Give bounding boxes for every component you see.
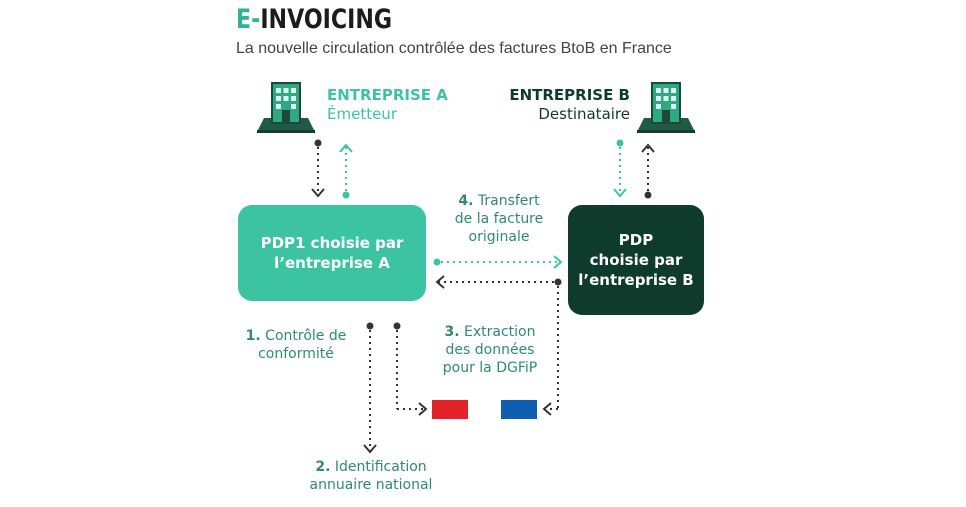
entreprise-a-role: Émetteur: [327, 105, 397, 123]
arrow-pdp1-to-dgfip: [393, 322, 428, 416]
pdp-a-line1: PDP1 choisie par: [260, 234, 404, 252]
flag-red: [432, 400, 468, 419]
step-3-line3: pour la DGFiP: [442, 360, 538, 376]
arrow-b-down-teal: [613, 139, 627, 198]
pdp-b-box: PDP choisie par l’entreprise B: [568, 205, 704, 315]
arrow-transfer-facture: [433, 255, 563, 269]
arrow-retour-statut: [435, 275, 562, 289]
pdp-a-line2: l’entreprise A: [274, 254, 390, 272]
pdp-b-line2: choisie par: [589, 251, 683, 269]
step-3-num: 3.: [444, 324, 460, 340]
entreprise-a-name: ENTREPRISE A: [327, 86, 448, 104]
title-rest: INVOICING: [260, 4, 393, 35]
entreprise-b-role: Destinataire: [538, 105, 630, 123]
step-4-line3: originale: [468, 229, 530, 245]
step-1-line2: conformité: [258, 346, 334, 362]
pdp-b-line1: PDP: [618, 231, 654, 249]
step-2-label: 2. Identification annuaire national: [296, 458, 446, 494]
arrow-b-up-dark: [641, 143, 655, 199]
step-4-label: 4. Transfert de la facture originale: [435, 192, 563, 246]
pdp-b-line3: l’entreprise B: [578, 271, 694, 289]
step-4-line1: Transfert: [477, 193, 540, 209]
arrow-pdp1-to-a: [339, 143, 353, 199]
step-1-label: 1. Contrôle de conformité: [234, 327, 358, 363]
pdp-a-box: PDP1 choisie par l’entreprise A: [238, 205, 426, 301]
building-icon: [257, 82, 315, 133]
page-subtitle: La nouvelle circulation contrôlée des fa…: [236, 40, 672, 57]
step-2-num: 2.: [315, 459, 331, 475]
step-1-line1: Contrôle de: [265, 328, 347, 344]
step-4-num: 4.: [458, 193, 474, 209]
entreprise-b-label: ENTREPRISE B Destinataire: [490, 86, 630, 123]
step-3-label: 3. Extraction des données pour la DGFiP: [428, 323, 552, 377]
step-3-line1: Extraction: [464, 324, 536, 340]
page-title: E-INVOICING: [236, 4, 392, 35]
arrow-pdpb-to-dgfip: [542, 286, 559, 416]
step-4-line2: de la facture: [454, 211, 544, 227]
step-2-line1: Identification: [334, 459, 427, 475]
building-icon: [637, 82, 695, 133]
flag-blue: [501, 400, 537, 419]
step-1-num: 1.: [245, 328, 261, 344]
title-accent: E-: [236, 4, 261, 35]
step-3-line2: des données: [445, 342, 535, 358]
entreprise-a-label: ENTREPRISE A Émetteur: [327, 86, 448, 123]
step-2-line2: annuaire national: [309, 477, 433, 493]
arrow-pdp1-to-annuaire: [363, 322, 377, 454]
entreprise-b-name: ENTREPRISE B: [509, 86, 630, 104]
arrow-a-to-pdp1: [311, 139, 325, 198]
